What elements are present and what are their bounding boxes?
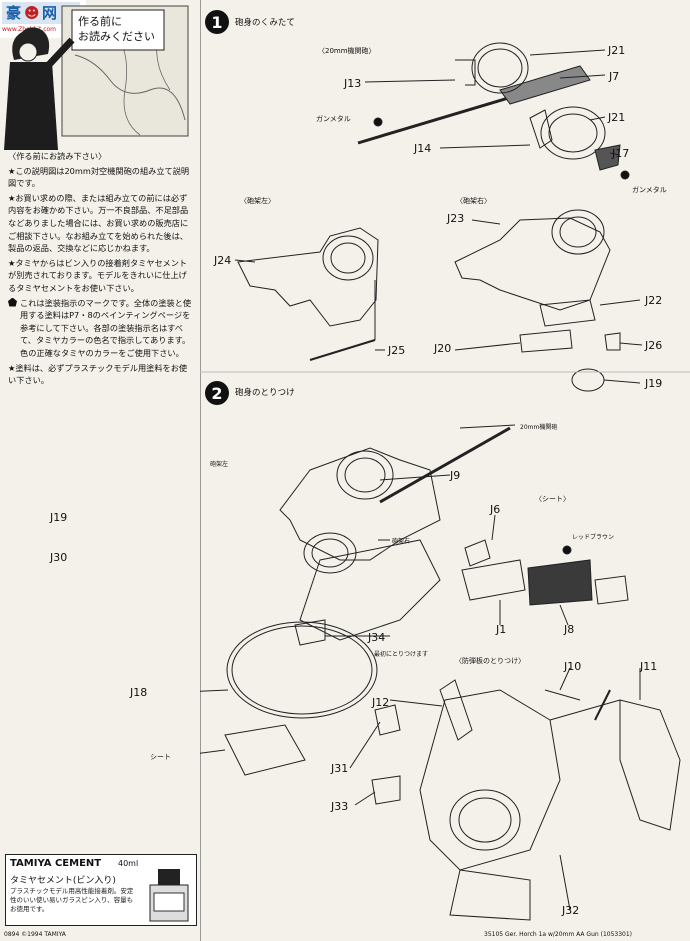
part-label: J19 (50, 511, 68, 524)
assembly-diagram (200, 42, 690, 921)
notes-heading: 〈作る前にお読み下さい〉 (8, 151, 107, 161)
part-label: J7 (609, 70, 620, 83)
part-label: J21 (608, 111, 626, 124)
part-label: J1 (496, 623, 507, 636)
cement-brand: TAMIYA CEMENT (10, 858, 102, 869)
right-mount-label: 砲架右 (392, 538, 411, 545)
notes-paragraph-1: ★この説明図は20mm対空機関砲の組み立て説明図です。 (8, 165, 190, 189)
part-label: J21 (608, 44, 626, 57)
soldier-with-map-illustration (4, 5, 189, 150)
part-label: J18 (130, 686, 148, 699)
part-label: J32 (562, 904, 580, 917)
left-mount-label: 砲架左 (210, 461, 229, 468)
red-brown-label: レッドブラウン (572, 534, 615, 541)
notes-block: 〈作る前にお読み下さい〉 ★この説明図は20mm対空機関砲の組み立て説明図です。… (8, 150, 194, 389)
step-1-sub-gun: 〈20mm機関砲〉 (318, 47, 376, 55)
notes-paragraph-2: ★お買い求めの際、または組み立ての前には必ず内容をお確かめ下さい。万一不良部品、… (8, 192, 189, 254)
part-label: J17 (612, 147, 630, 160)
shield-section-title: 〈防弾板のとりつけ〉 (455, 657, 526, 665)
part-label: J24 (214, 254, 232, 267)
part-label: J19 (645, 377, 663, 390)
part-label: J34 (368, 631, 386, 644)
first-attach-note: 最初にとりつけます (374, 651, 429, 658)
paint-mark-icon (8, 297, 17, 307)
part-label: J20 (434, 342, 452, 355)
gun-label: 20mm機関砲 (520, 424, 558, 431)
part-label: J33 (331, 800, 349, 813)
notes-paragraph-5: ★塗料は、必ずプラスチックモデル用塗料をお使い下さい。 (8, 362, 188, 386)
part-label: J30 (50, 551, 68, 564)
step-1-sub-left: 〈砲架左〉 (240, 197, 275, 205)
part-label: J13 (344, 77, 362, 90)
left-info-column: 豪 ☻ 网 www.Zhobbit.com 作る前に お読みください 〈作る前に… (0, 0, 201, 941)
step-1-title: 砲身のくみたて (235, 18, 295, 28)
footer-left: 0894 ©1994 TAMIYA (4, 931, 66, 938)
part-label: J10 (564, 660, 582, 673)
tamiya-cement-ad: TAMIYA CEMENT 40ml タミヤセメント(ビン入り) プラスチックモ… (5, 854, 197, 926)
gunmetal-label-b: ガンメタル (632, 186, 667, 194)
part-label: J8 (564, 623, 575, 636)
cement-volume: 40ml (118, 859, 139, 868)
part-label: J6 (490, 503, 501, 516)
svg-text:☻: ☻ (24, 4, 40, 22)
step-1-sub-right: 〈砲架右〉 (456, 197, 491, 205)
notes-paragraph-3: ★タミヤからはビン入りの接着剤タミヤセメントが別売されております。モデルをきれい… (8, 257, 188, 293)
seat-jp-label: シート (150, 753, 171, 761)
part-label: J11 (640, 660, 658, 673)
part-label: J23 (447, 212, 465, 225)
notes-paragraph-4: これは塗装指示のマークです。全体の塗装と使用する塗料はP7・8のペインティングペ… (8, 297, 194, 360)
part-label: J9 (450, 469, 461, 482)
footer-right: 35105 Ger. Horch 1a w/20mm AA Gun (10533… (484, 931, 633, 938)
part-label: J25 (388, 344, 406, 357)
part-label: J31 (331, 762, 349, 775)
part-label: J14 (414, 142, 432, 155)
watermark-logo-graphic: 豪 ☻ 网 (2, 2, 80, 24)
step-1-number: 1 (205, 10, 229, 34)
part-label: J22 (645, 294, 663, 307)
cement-title-jp: タミヤセメント(ビン入り) (10, 876, 116, 886)
svg-text:网: 网 (42, 4, 57, 22)
seat-section-title: 〈シート〉 (535, 495, 570, 503)
step-2-number: 2 (205, 381, 229, 405)
svg-text:豪: 豪 (6, 4, 21, 22)
read-first-box: 作る前に お読みください (78, 15, 155, 43)
part-label: J12 (372, 696, 390, 709)
gunmetal-label-a: ガンメタル (316, 115, 351, 123)
cement-bottle-icon (149, 869, 189, 922)
part-label: J26 (645, 339, 663, 352)
step-2-title: 砲身のとりつけ (235, 388, 295, 398)
notes-paragraph-4-text: これは塗装指示のマークです。全体の塗装と使用する塗料はP7・8のペインティングペ… (20, 297, 192, 358)
cement-description: プラスチックモデル用高性能接着剤。安定性のいい使い易いガラスビン入り、容量もお徳… (10, 887, 134, 913)
